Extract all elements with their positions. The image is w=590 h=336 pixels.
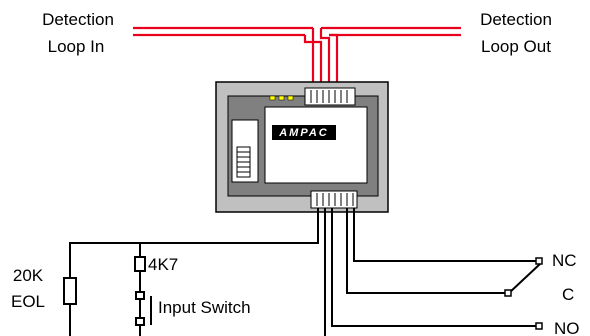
loop-in-label-line2: Loop In: [48, 37, 105, 56]
loop-out-label-line1: Detection: [480, 10, 552, 29]
relay-c-wire: [346, 208, 509, 294]
relay-wiring: [331, 208, 541, 327]
loop-in-drop-2: [303, 35, 323, 88]
relay-terminal-c: [504, 289, 512, 297]
loop-in-label-line1: Detection: [42, 10, 114, 29]
bottom-terminal-block: [310, 190, 358, 209]
relay-nc-label: NC: [552, 251, 577, 270]
led-2: [278, 95, 285, 101]
relay-terminal-nc: [535, 257, 543, 265]
brand-label: AMPAC: [278, 127, 329, 139]
module-front-panel: [264, 106, 368, 184]
status-leds: [269, 95, 294, 101]
relay-no-label: NO: [554, 319, 580, 336]
input-switch-label: Input Switch: [158, 298, 251, 317]
relay-nc-wire: [353, 208, 540, 262]
relay-terminal-no: [535, 322, 543, 330]
loop-out-drop-1: [319, 28, 331, 88]
eol-resistor: [63, 277, 77, 305]
eol-label-line2: EOL: [11, 292, 45, 311]
loop-out-label-line2: Loop Out: [481, 37, 551, 56]
resistor-4k7: [134, 256, 146, 272]
input-switch-contact-upper: [135, 291, 145, 300]
brand-plate: [272, 125, 336, 140]
relay-contact-arm: [508, 263, 541, 294]
relay-c-label: C: [562, 285, 574, 304]
input-switch-contact-lower: [135, 317, 145, 326]
led-3: [287, 95, 294, 101]
loop-out-drop-2: [329, 33, 339, 88]
module: AMPAC: [215, 81, 389, 213]
detection-loop-wiring: [133, 26, 461, 88]
eol-label-line1: 20K: [13, 266, 44, 285]
led-1: [269, 95, 276, 101]
resistor-4k7-label: 4K7: [148, 255, 178, 274]
relay-no-wire: [331, 208, 540, 327]
